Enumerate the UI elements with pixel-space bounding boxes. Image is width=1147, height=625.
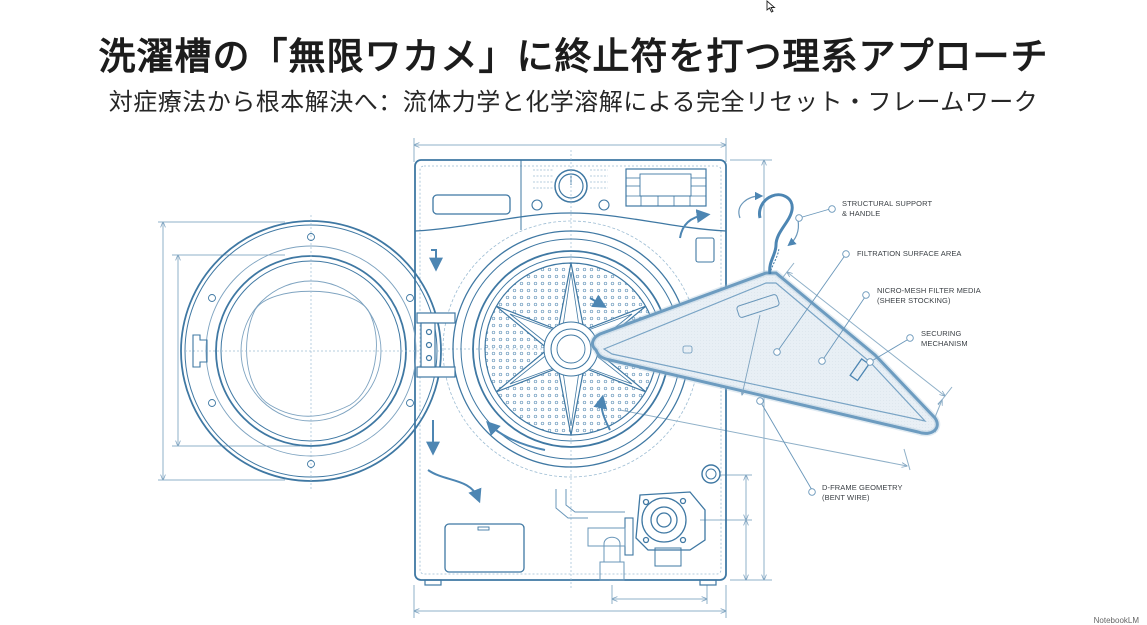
detergent-drawer: [432, 194, 511, 215]
washing-machine: [414, 150, 727, 590]
door-handle: [192, 334, 208, 368]
door-hinge: [416, 312, 456, 378]
callout-structural-support: STRUCTURAL SUPPORT & HANDLE: [842, 199, 934, 218]
callout-labels: STRUCTURAL SUPPORT & HANDLE FILTRATION S…: [822, 199, 983, 502]
display-panel: [625, 168, 707, 207]
watermark: NotebookLM: [1093, 616, 1139, 625]
page-subtitle: 対症療法から根本解決へ：流体力学と化学溶解による完全リセット・フレームワーク: [108, 88, 1039, 116]
drain-pump: [624, 491, 706, 567]
callout-leaders: [756, 205, 914, 496]
washing-machine-door: [180, 215, 456, 490]
wire-hanger: [589, 191, 941, 437]
callout-securing-mechanism: SECURING MECHANISM: [921, 329, 968, 348]
callout-d-frame: D-FRAME GEOMETRY (BENT WIRE): [822, 483, 905, 502]
page-title: 洗濯槽の「無限ワカメ」に終止符を打つ理系アプローチ: [98, 35, 1049, 78]
filter-access-panel: [444, 523, 525, 573]
callout-micro-mesh: NICRO-MESH FILTER MEDIA (SHEER STOCKING): [877, 286, 983, 305]
mouse-cursor-icon: [766, 0, 776, 13]
dimension-lines: [158, 138, 953, 618]
flow-arrows: [426, 209, 711, 504]
callout-filtration-surface: FILTRATION SURFACE AREA: [857, 249, 962, 258]
